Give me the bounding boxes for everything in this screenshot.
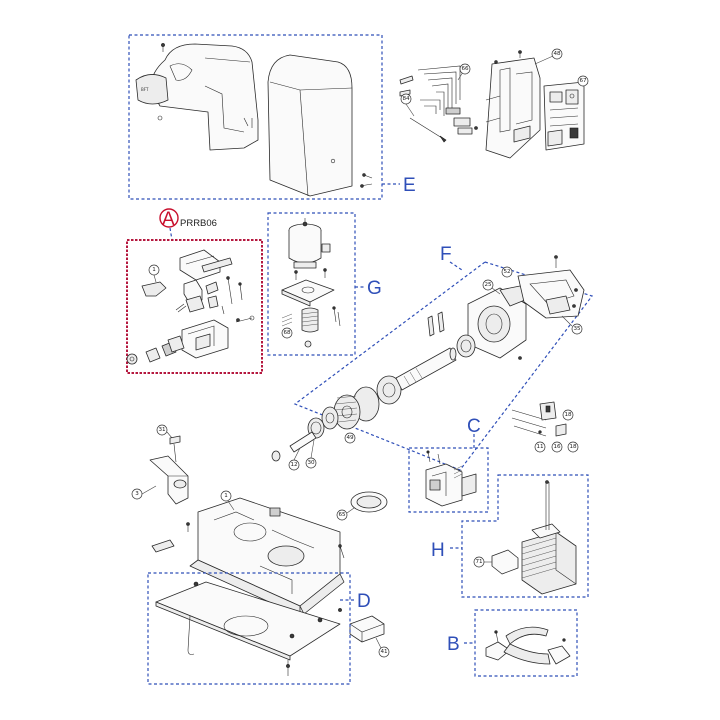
callout-1-kit: 1 bbox=[148, 264, 160, 276]
svg-text:16: 16 bbox=[553, 444, 561, 450]
group-c: C bbox=[408, 416, 489, 513]
svg-text:65: 65 bbox=[338, 512, 346, 518]
rear-housing-part bbox=[517, 269, 585, 319]
group-e-letter: E bbox=[403, 175, 416, 196]
svg-text:48: 48 bbox=[553, 51, 561, 57]
svg-text:BFT: BFT bbox=[141, 87, 149, 92]
group-d-letter: D bbox=[357, 591, 371, 612]
release-lever-part bbox=[141, 281, 167, 297]
svg-text:49: 49 bbox=[346, 435, 354, 441]
callout-84: 84 bbox=[400, 93, 412, 105]
group-a-marker bbox=[159, 208, 179, 228]
svg-text:71: 71 bbox=[475, 559, 483, 565]
callout-30: 30 bbox=[305, 457, 317, 469]
wire-harness-part bbox=[417, 65, 461, 116]
svg-text:35: 35 bbox=[573, 326, 581, 332]
foundation-plate-part bbox=[155, 581, 342, 676]
board-holder-part bbox=[485, 50, 541, 159]
group-a-leader bbox=[169, 227, 173, 241]
callout-25: 25 bbox=[482, 279, 494, 291]
group-c-letter: C bbox=[467, 416, 481, 437]
callout-18-a: 18 bbox=[562, 409, 574, 421]
gearbox-flange-part bbox=[467, 285, 531, 359]
group-g: G 68 bbox=[267, 212, 382, 356]
svg-text:12: 12 bbox=[290, 462, 297, 468]
group-a: A PRRB06 1 bbox=[126, 208, 263, 374]
callout-71: 71 bbox=[473, 556, 485, 568]
callout-65: 65 bbox=[336, 509, 348, 521]
svg-text:66: 66 bbox=[461, 66, 469, 72]
base-parts: 31 3 1 65 bbox=[131, 424, 390, 658]
group-d-frame bbox=[147, 572, 351, 685]
callout-12: 12 bbox=[288, 459, 300, 471]
svg-text:41: 41 bbox=[380, 649, 388, 655]
callout-18-b: 18 bbox=[567, 441, 579, 453]
callout-1-base: 1 bbox=[220, 490, 232, 502]
svg-text:1: 1 bbox=[152, 267, 156, 273]
drive-gear-part bbox=[333, 386, 380, 430]
group-b: B bbox=[447, 609, 578, 677]
group-c-frame bbox=[408, 447, 489, 513]
callout-31: 31 bbox=[156, 424, 168, 436]
group-g-letter: G bbox=[367, 278, 382, 299]
callout-35: 35 bbox=[571, 323, 583, 335]
callout-16: 16 bbox=[551, 441, 563, 453]
group-a-letter: A bbox=[162, 209, 175, 230]
motor-part bbox=[288, 218, 331, 269]
svg-text:1: 1 bbox=[224, 493, 228, 499]
callout-66: 66 bbox=[459, 63, 471, 75]
svg-text:31: 31 bbox=[158, 427, 166, 433]
callout-48: 48 bbox=[551, 48, 563, 60]
callout-3: 3 bbox=[131, 488, 143, 500]
electronics-parts: 66 84 48 bbox=[399, 48, 589, 159]
svg-text:52: 52 bbox=[503, 269, 510, 275]
control-board-part bbox=[543, 81, 585, 151]
group-f-frame bbox=[293, 261, 593, 471]
group-h-letter: H bbox=[431, 540, 445, 561]
group-d: D bbox=[147, 572, 371, 685]
svg-text:67: 67 bbox=[579, 78, 587, 84]
group-a-kit-code: PRRB06 bbox=[180, 218, 217, 229]
group-e: E BFT bbox=[128, 34, 416, 200]
svg-text:3: 3 bbox=[135, 491, 139, 497]
callout-11: 11 bbox=[534, 441, 546, 453]
callout-49: 49 bbox=[344, 432, 356, 444]
transformer-part bbox=[521, 523, 577, 595]
gearbox-body-part bbox=[189, 497, 345, 617]
svg-text:68: 68 bbox=[283, 330, 291, 336]
group-h-frame bbox=[461, 474, 589, 598]
rear-cover-part bbox=[267, 54, 373, 197]
group-b-frame bbox=[474, 609, 578, 677]
group-f-leader bbox=[449, 261, 463, 271]
limit-switch-parts: 18 11 16 18 bbox=[511, 401, 579, 453]
group-g-frame bbox=[267, 212, 356, 356]
group-e-frame bbox=[128, 34, 383, 200]
svg-text:30: 30 bbox=[307, 460, 315, 466]
callout-68: 68 bbox=[281, 327, 293, 339]
callout-52: 52 bbox=[501, 266, 513, 278]
svg-text:25: 25 bbox=[484, 282, 492, 288]
group-a-frame bbox=[126, 239, 263, 374]
svg-text:11: 11 bbox=[536, 444, 544, 450]
group-h: H 71 bbox=[431, 474, 589, 598]
group-f-letter: F bbox=[440, 244, 452, 265]
front-cover-part: BFT bbox=[135, 43, 259, 151]
group-b-letter: B bbox=[447, 634, 460, 655]
svg-text:18: 18 bbox=[569, 444, 577, 450]
group-f: F 52 25 35 bbox=[271, 244, 593, 471]
svg-text:18: 18 bbox=[564, 412, 572, 418]
callout-41: 41 bbox=[378, 646, 390, 658]
callout-67: 67 bbox=[577, 75, 589, 87]
svg-text:84: 84 bbox=[402, 96, 410, 102]
